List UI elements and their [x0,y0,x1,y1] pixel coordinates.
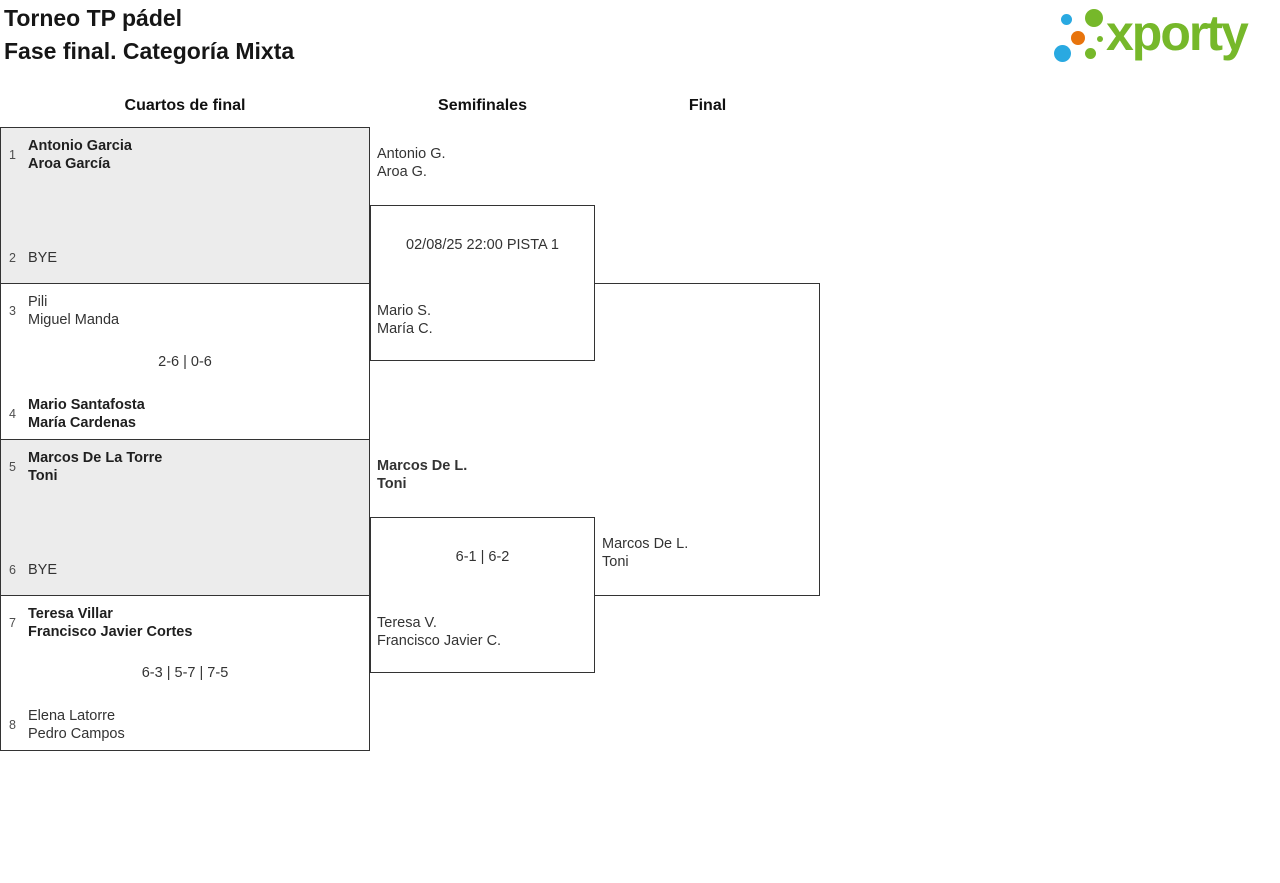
xporty-logo[interactable]: xporty [1050,0,1280,80]
player-name: Mario S. [377,303,431,319]
tournament-title: Torneo TP pádel [4,5,183,31]
player-name: Antonio G. [377,146,446,162]
player-name: Toni [377,476,407,492]
team-slot-bottom: 6 BYE [9,552,361,588]
team-slot-bottom: 2 BYE [9,240,361,276]
team-names: BYE [28,249,57,267]
team-slot-top: 1 Antonio Garcia Aroa García [9,137,361,173]
team-names: Elena Latorre Pedro Campos [28,707,125,743]
entrant-sf1-bottom: Mario S. María C. [377,302,433,338]
logo-dot-green-small [1085,48,1096,59]
team-names: Teresa Villar Francisco Javier Cortes [28,605,192,641]
player-name: María Cardenas [28,415,136,431]
team-slot-top: 3 Pili Miguel Manda [9,293,361,329]
team-names: Mario Santafosta María Cardenas [28,396,145,432]
logo-dot-blue-large [1054,45,1071,62]
entrant-sf1-top: Antonio G. Aroa G. [377,145,446,181]
logo-dot-green-tiny [1097,36,1103,42]
sf-match-2: 6-1 | 6-2 [370,517,595,673]
player-name: Miguel Manda [28,312,120,328]
match-score: 6-3 | 5-7 | 7-5 [141,665,229,681]
logo-wordmark: xporty [1106,5,1249,61]
entrant-sf2-bottom: Teresa V. Francisco Javier C. [377,614,501,650]
player-name: Aroa G. [377,164,427,180]
team-slot-top: 5 Marcos De La Torre Toni [9,449,361,485]
final-match [595,283,820,596]
qf-match-2: 3 Pili Miguel Manda 2-6 | 0-6 4 Mario Sa… [0,283,370,440]
seed-number: 4 [9,407,16,421]
round-header-final: Final [688,97,727,114]
qf-match-3: 5 Marcos De La Torre Toni 6 BYE [0,439,370,596]
seed-number: 7 [9,616,16,630]
player-name: Francisco Javier Cortes [28,624,193,640]
team-names: Antonio Garcia Aroa García [28,137,132,173]
seed-number: 2 [9,251,16,265]
player-name: Pedro Campos [28,726,125,742]
logo-dot-blue-small [1061,14,1072,25]
team-names: BYE [28,561,57,579]
entrant-final-bottom: Marcos De L. Toni [602,535,688,571]
player-name: Aroa García [28,156,111,172]
match-score: 6-1 | 6-2 [455,549,510,565]
player-name: Toni [602,554,629,570]
player-name: Elena Latorre [28,708,116,724]
player-name: Marcos De L. [602,536,689,552]
entrant-sf2-top: Marcos De L. Toni [377,457,467,493]
player-name: Mario Santafosta [28,397,145,413]
match-score: 2-6 | 0-6 [158,353,212,370]
match-schedule: 02/08/25 22:00 PISTA 1 [406,237,559,253]
player-name: BYE [28,250,58,266]
seed-number: 1 [9,148,16,162]
seed-number: 8 [9,718,16,732]
logo-dot-green-large [1085,9,1103,27]
player-name: Antonio Garcia [28,138,132,154]
seed-number: 3 [9,304,16,318]
qf-match-1: 1 Antonio Garcia Aroa García 2 BYE [0,127,370,284]
qf-match-4: 7 Teresa Villar Francisco Javier Cortes … [0,595,370,751]
team-names: Pili Miguel Manda [28,293,119,329]
player-name: Teresa Villar [28,606,113,622]
player-name: BYE [28,562,58,578]
seed-number: 6 [9,563,16,577]
round-header-semifinals: Semifinales [438,97,527,114]
player-name: Toni [28,468,58,484]
tournament-subtitle: Fase final. Categoría Mixta [4,38,295,64]
player-name: María C. [377,321,433,337]
sf-match-1: 02/08/25 22:00 PISTA 1 [370,205,595,361]
seed-number: 5 [9,460,16,474]
team-names: Marcos De La Torre Toni [28,449,162,485]
page-title: Torneo TP pádel Fase final. Categoría Mi… [4,2,294,68]
team-slot-bottom: 8 Elena Latorre Pedro Campos [9,707,361,743]
player-name: Marcos De L. [377,458,468,474]
player-name: Teresa V. [377,615,437,631]
player-name: Francisco Javier C. [377,633,502,649]
team-slot-top: 7 Teresa Villar Francisco Javier Cortes [9,605,361,641]
round-header-quarterfinals: Cuartos de final [124,97,246,114]
player-name: Pili [28,294,48,310]
player-name: Marcos De La Torre [28,450,163,466]
logo-dot-orange [1071,31,1085,45]
team-slot-bottom: 4 Mario Santafosta María Cardenas [9,396,361,432]
